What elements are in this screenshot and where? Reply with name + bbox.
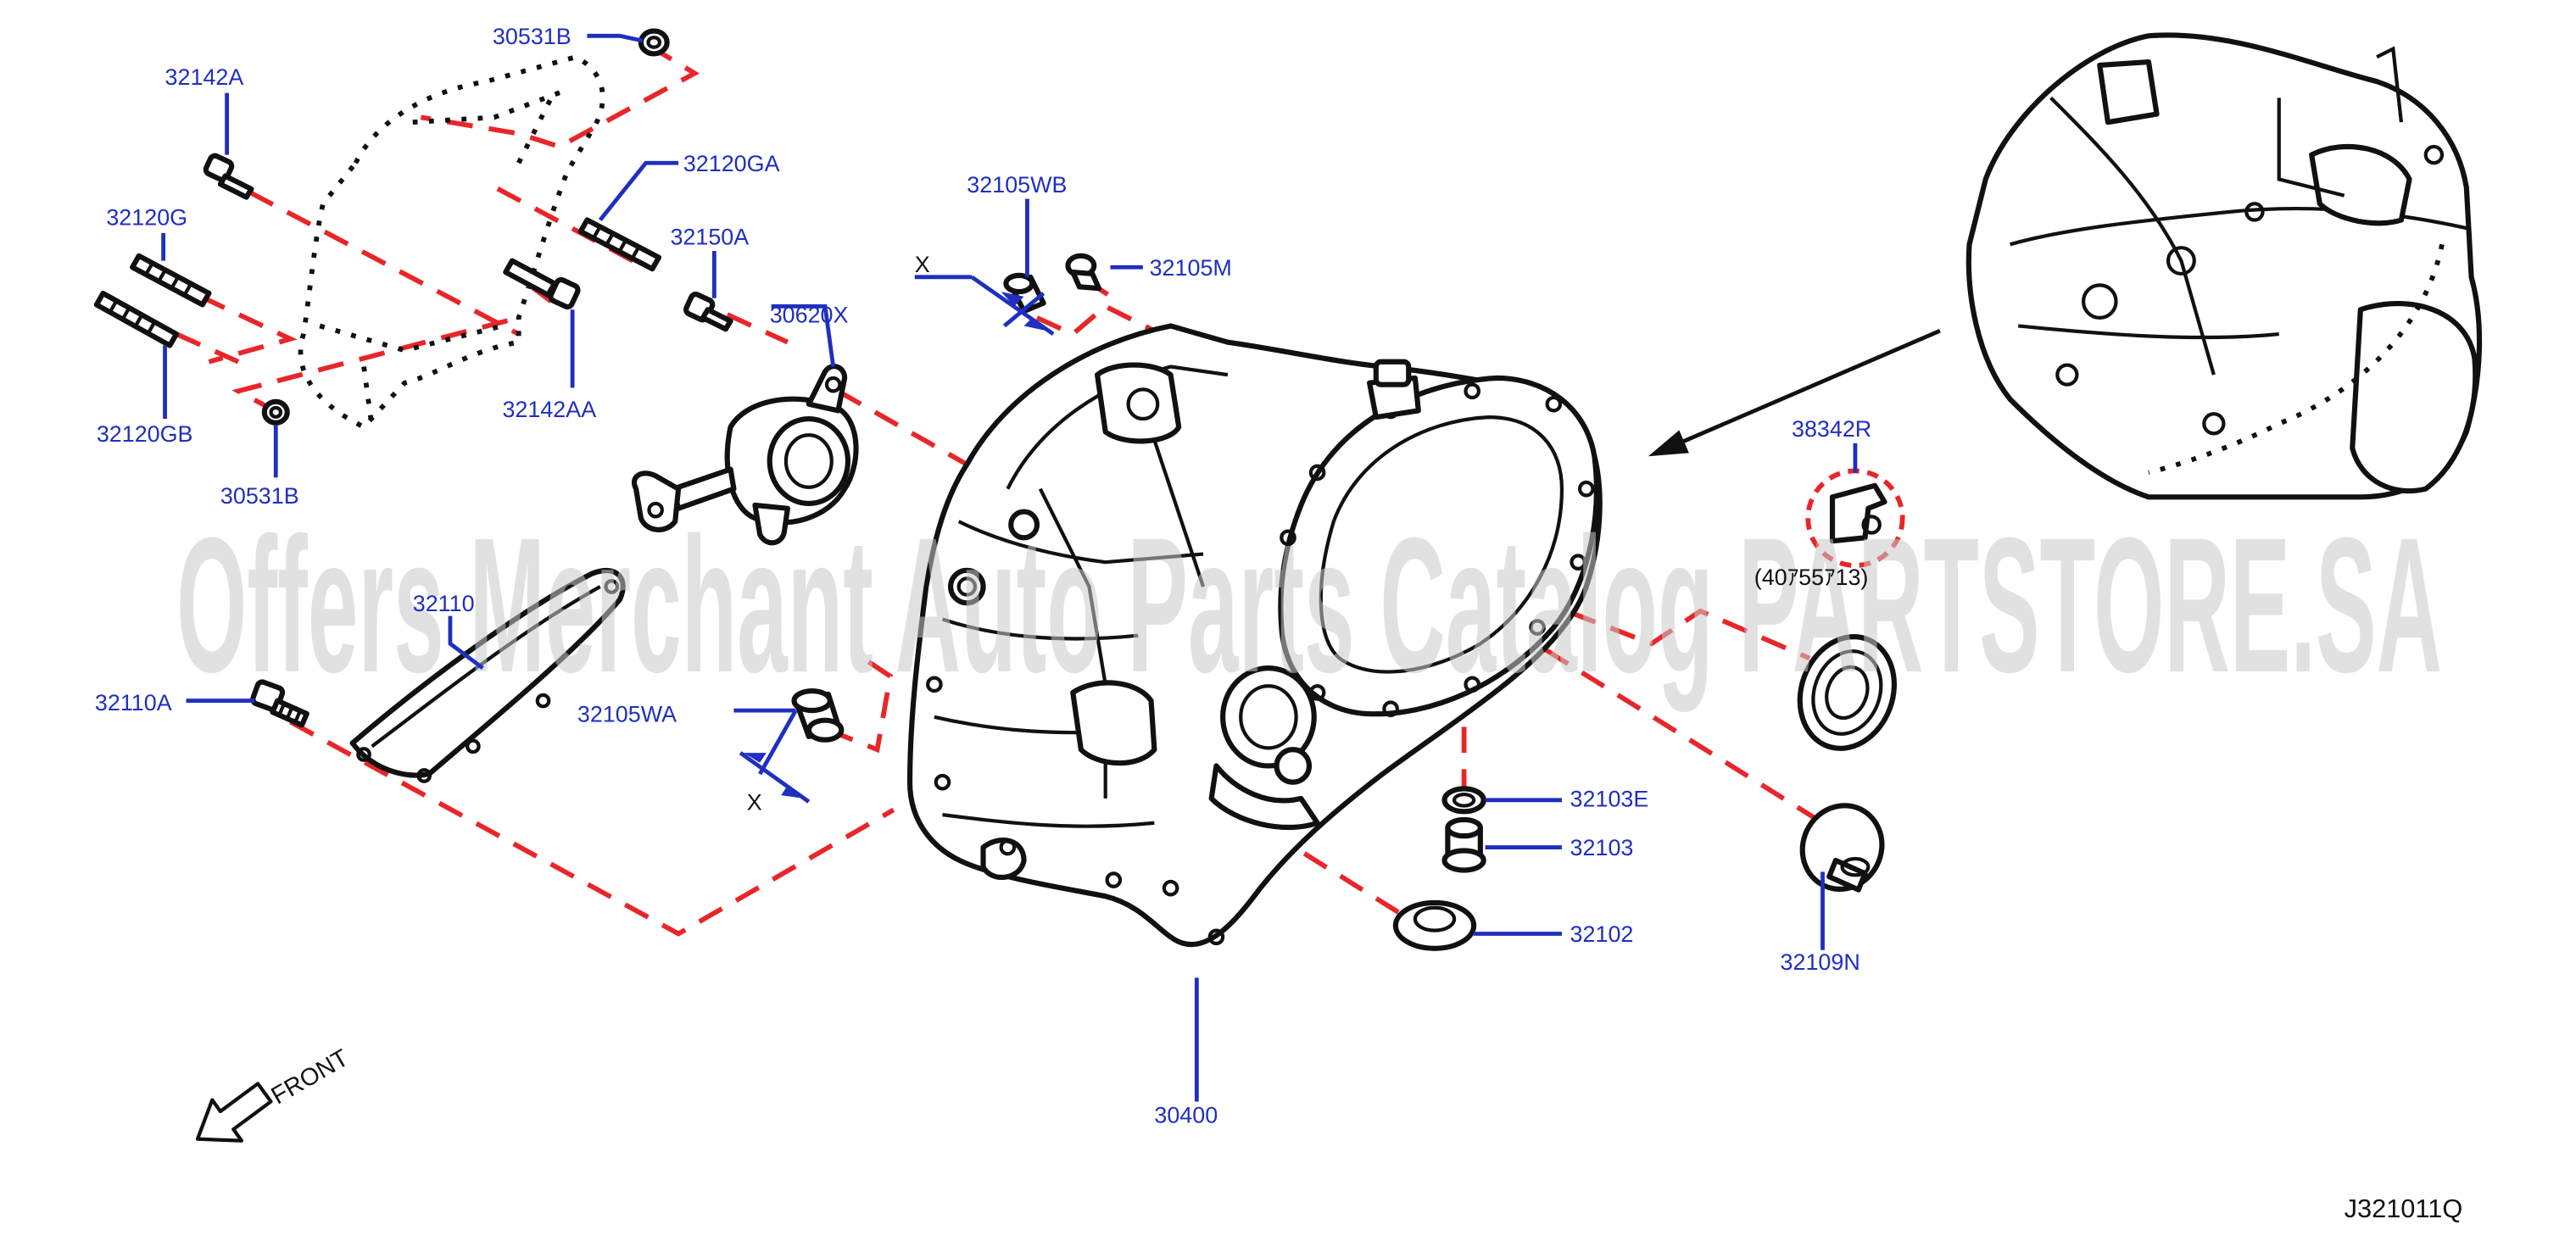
- label-32105WA[interactable]: 32105WA: [577, 702, 677, 727]
- label-30531B-lower[interactable]: 30531B: [220, 483, 299, 509]
- bolt-32150A[interactable]: [683, 292, 733, 332]
- label-32105WB[interactable]: 32105WB: [967, 172, 1067, 198]
- nut-30531B-bottom[interactable]: [261, 398, 290, 426]
- dotted-bracket-outline: [298, 54, 605, 431]
- nut-30531B-top[interactable]: [638, 28, 670, 57]
- x-mark-upper: X: [915, 252, 930, 277]
- label-32105M[interactable]: 32105M: [1150, 255, 1232, 281]
- watermark-text: Offers Merchant Auto Parts Catalog PARTS…: [176, 498, 2442, 713]
- dust-cover-32110[interactable]: [349, 567, 626, 783]
- plug-32105M[interactable]: [1065, 253, 1102, 292]
- label-leader-lines: [161, 33, 1858, 1102]
- dimension-x-lower: [733, 708, 811, 804]
- seal-38342R-detail[interactable]: [1805, 468, 1905, 568]
- label-32120GA[interactable]: 32120GA: [683, 151, 780, 176]
- drain-plug-32103[interactable]: [1441, 816, 1486, 873]
- label-32109N[interactable]: 32109N: [1781, 949, 1860, 975]
- diagram-code: J321011Q: [2345, 1194, 2463, 1223]
- dimension-x-upper: [914, 275, 1055, 337]
- bolt-32110A[interactable]: [250, 679, 309, 728]
- label-30531B[interactable]: 30531B: [493, 24, 572, 49]
- label-30620X[interactable]: 30620X: [770, 303, 849, 328]
- label-30400[interactable]: 30400: [1154, 1102, 1218, 1127]
- label-32102[interactable]: 32102: [1570, 921, 1634, 947]
- dowel-32105WA[interactable]: [791, 687, 845, 743]
- label-32120G[interactable]: 32120G: [106, 204, 187, 230]
- stud-32120GA[interactable]: [577, 217, 662, 272]
- front-label: FRONT: [267, 1044, 354, 1110]
- washer-32103E[interactable]: [1441, 786, 1486, 815]
- bolt-32142AA[interactable]: [503, 258, 581, 310]
- note-38342R-size: (40ｱ55ｱ13): [1754, 565, 1869, 590]
- clutch-slave-cylinder-30620X[interactable]: [632, 364, 859, 546]
- transmission-case-30400[interactable]: [906, 323, 1603, 948]
- label-32110[interactable]: 32110: [413, 591, 475, 616]
- arrow-to-transaxle: [1648, 329, 1941, 457]
- label-32142AA[interactable]: 32142AA: [502, 397, 596, 422]
- label-32110A[interactable]: 32110A: [95, 690, 172, 715]
- x-mark-lower: X: [747, 789, 762, 815]
- label-32120GB[interactable]: 32120GB: [97, 421, 193, 447]
- front-arrow-icon: [195, 1082, 273, 1143]
- part-labels: 30531B 32142A 32120GA 32120G 32150A 3212…: [95, 24, 1871, 1128]
- transaxle-assembly-reference: [1965, 32, 2483, 500]
- label-32103[interactable]: 32103: [1570, 835, 1634, 860]
- seal-32102[interactable]: [1392, 899, 1477, 951]
- oil-seal-32107[interactable]: [1785, 623, 1910, 761]
- cap-32109N[interactable]: [1789, 793, 1896, 903]
- front-indicator: FRONT: [195, 1044, 354, 1143]
- label-32150A[interactable]: 32150A: [670, 224, 749, 249]
- stud-32120GB[interactable]: [93, 290, 180, 348]
- stud-32120G[interactable]: [130, 253, 212, 308]
- bolt-32142A[interactable]: [203, 153, 254, 200]
- label-32142A[interactable]: 32142A: [165, 64, 244, 90]
- label-38342R[interactable]: 38342R: [1792, 416, 1871, 442]
- label-32103E[interactable]: 32103E: [1570, 787, 1649, 812]
